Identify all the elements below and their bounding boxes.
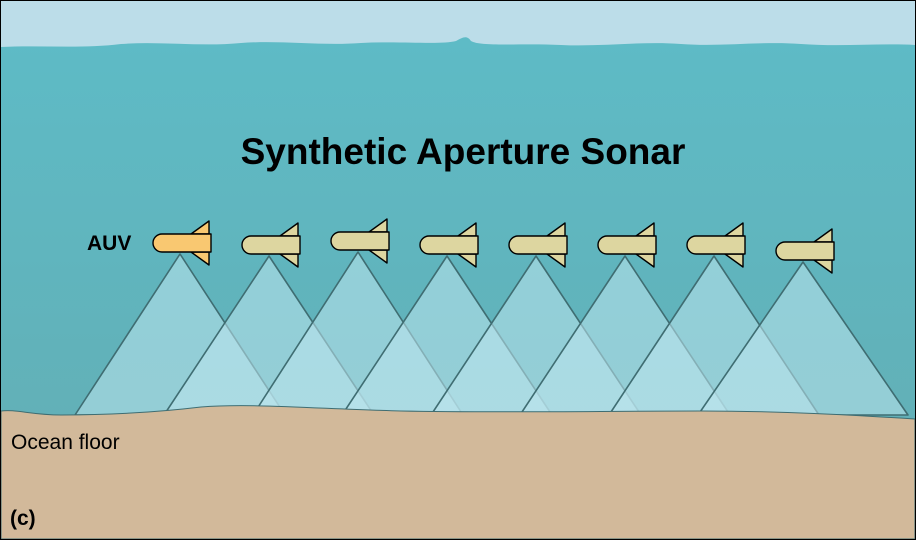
- auv-hull: [508, 235, 568, 255]
- auv-hull: [152, 233, 212, 253]
- auv-vehicle: [241, 222, 301, 268]
- panel-label: (c): [10, 507, 36, 530]
- auv-hull: [597, 235, 657, 255]
- auv-hull: [419, 235, 479, 255]
- auv-vehicle: [330, 218, 390, 264]
- auv-hull: [241, 235, 301, 255]
- auv-positions: [152, 218, 835, 274]
- auv-hull: [686, 235, 746, 255]
- auv-vehicle: [508, 222, 568, 268]
- diagram-title: Synthetic Aperture Sonar: [240, 131, 686, 172]
- auv-vehicle: [419, 222, 479, 268]
- auv-label: AUV: [87, 232, 132, 255]
- auv-hull: [775, 241, 835, 261]
- auv-vehicle: [152, 220, 212, 266]
- auv-vehicle: [597, 222, 657, 268]
- auv-vehicle: [686, 222, 746, 268]
- auv-vehicle: [775, 228, 835, 274]
- sonar-beams: [74, 251, 909, 416]
- ocean-floor-label: Ocean floor: [11, 431, 120, 454]
- auv-hull: [330, 231, 390, 251]
- ocean-floor: [1, 405, 915, 539]
